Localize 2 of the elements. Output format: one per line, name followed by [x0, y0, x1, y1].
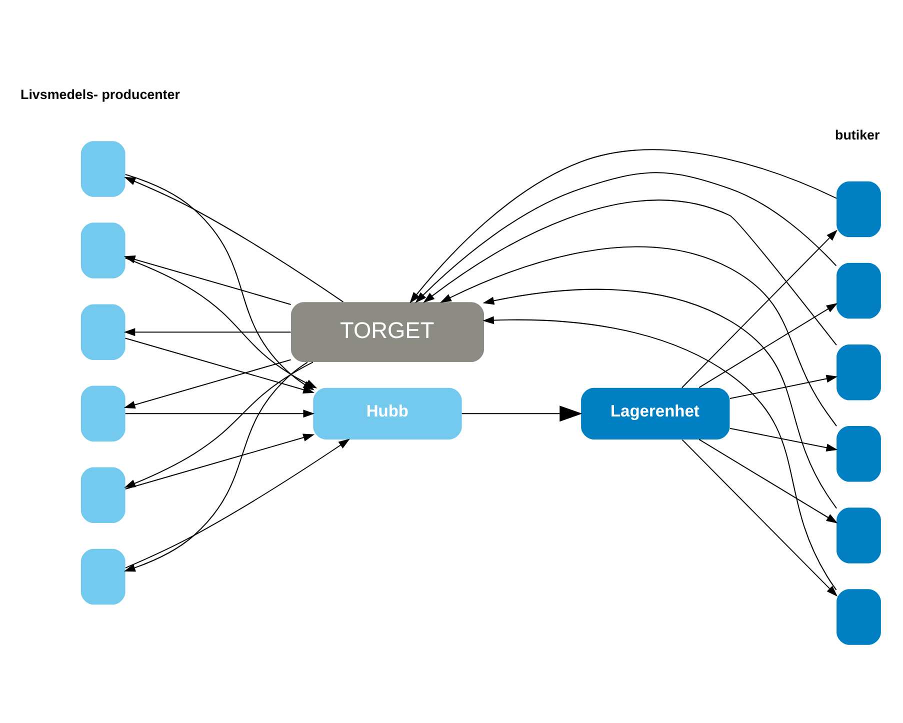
label: butiker: [835, 127, 880, 142]
label: Livsmedels- producenter: [20, 87, 180, 102]
